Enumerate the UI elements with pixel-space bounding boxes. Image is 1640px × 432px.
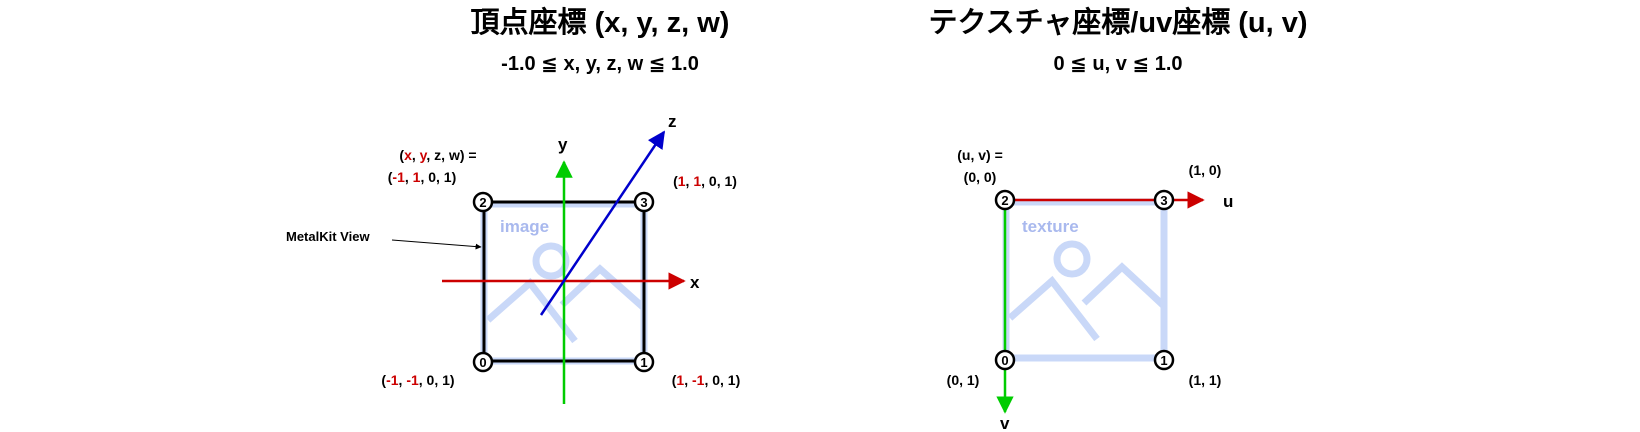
vertex-title: 頂点座標 (x, y, z, w) bbox=[471, 5, 730, 39]
svg-text:2: 2 bbox=[1001, 193, 1008, 208]
u-axis-label: u bbox=[1223, 192, 1233, 211]
uv-top-left-label-line1: (u, v) = bbox=[957, 147, 1003, 163]
z-axis-arrow bbox=[539, 130, 666, 316]
uv-top-left-label-line2: (0, 0) bbox=[964, 169, 997, 185]
texture-subtitle: 0 ≦ u, v ≦ 1.0 bbox=[1053, 53, 1182, 75]
top-right-label: (1, 1, 0, 1) bbox=[673, 173, 737, 189]
top-left-label-line1: (x, y, z, w) = bbox=[399, 147, 476, 163]
image-label: image bbox=[500, 217, 549, 236]
corner-marker-2: 2 bbox=[472, 191, 494, 213]
vertex-subtitle: -1.0 ≦ x, y, z, w ≦ 1.0 bbox=[501, 53, 699, 75]
uv-top-right-label: (1, 0) bbox=[1189, 162, 1222, 178]
texture-coordinates-panel: テクスチャ座標/uv座標 (u, v) 0 ≦ u, v ≦ 1.0 textu… bbox=[928, 5, 1307, 432]
uv-corner-marker-3: 3 bbox=[1153, 189, 1175, 211]
svg-text:0: 0 bbox=[1001, 353, 1008, 368]
y-axis-label: y bbox=[558, 135, 568, 154]
vertex-coordinates-panel: 頂点座標 (x, y, z, w) -1.0 ≦ x, y, z, w ≦ 1.… bbox=[286, 5, 740, 404]
svg-text:3: 3 bbox=[1160, 193, 1167, 208]
metalkit-view-pointer bbox=[391, 239, 482, 250]
uv-bottom-right-label: (1, 1) bbox=[1189, 372, 1222, 388]
svg-text:2: 2 bbox=[479, 195, 486, 210]
metalkit-view-label: MetalKit View bbox=[286, 229, 370, 244]
x-axis-label: x bbox=[690, 273, 700, 292]
svg-text:3: 3 bbox=[640, 195, 647, 210]
z-axis-label: z bbox=[668, 112, 677, 131]
corner-marker-1: 1 bbox=[633, 351, 655, 373]
uv-corner-marker-0: 0 bbox=[994, 349, 1016, 371]
top-left-label-line2: (-1, 1, 0, 1) bbox=[388, 169, 457, 185]
texture-label: texture bbox=[1022, 217, 1079, 236]
corner-marker-3: 3 bbox=[633, 191, 655, 213]
uv-bottom-left-label: (0, 1) bbox=[947, 372, 980, 388]
svg-text:0: 0 bbox=[479, 355, 486, 370]
svg-text:1: 1 bbox=[1160, 353, 1167, 368]
v-axis-label: v bbox=[1000, 414, 1010, 432]
uv-corner-marker-1: 1 bbox=[1153, 349, 1175, 371]
bottom-right-label: (1, -1, 0, 1) bbox=[672, 372, 741, 388]
svg-text:1: 1 bbox=[640, 355, 647, 370]
bottom-left-label: (-1, -1, 0, 1) bbox=[381, 372, 454, 388]
uv-corner-marker-2: 2 bbox=[994, 189, 1016, 211]
texture-title: テクスチャ座標/uv座標 (u, v) bbox=[928, 5, 1307, 39]
corner-marker-0: 0 bbox=[472, 351, 494, 373]
